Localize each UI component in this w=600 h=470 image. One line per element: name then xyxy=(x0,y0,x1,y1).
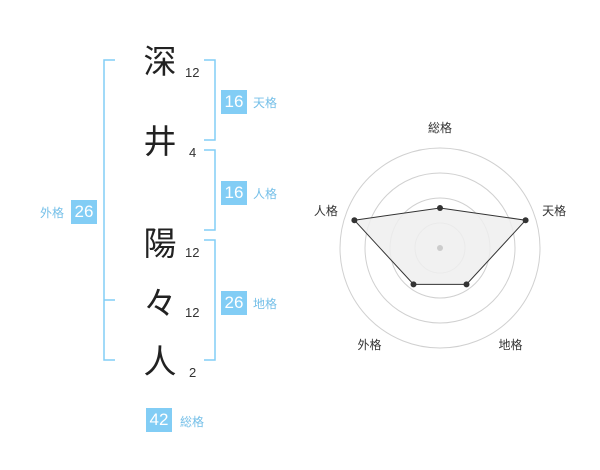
name-char-2: 井 xyxy=(143,122,177,161)
radar-axis-label-5: 人格 xyxy=(313,203,338,218)
gaikaku-value: 26 xyxy=(71,200,97,224)
jinkaku-label: 人格 xyxy=(253,187,278,201)
radar-grid-ring xyxy=(364,172,516,324)
radar-grid-ring xyxy=(339,147,541,349)
radar-center-dot xyxy=(437,245,443,251)
gaikaku-label: 外格 xyxy=(40,206,65,220)
chikaku-value: 26 xyxy=(221,291,247,315)
name-char-3: 陽 xyxy=(143,224,177,263)
jinkaku-value: 16 xyxy=(221,181,247,205)
tenkaku-bracket xyxy=(204,59,216,141)
tenkaku-label: 天格 xyxy=(253,96,278,110)
soukaku-label: 総格 xyxy=(180,415,205,429)
radar-point-3 xyxy=(463,281,470,288)
radar-point-5 xyxy=(351,217,358,224)
name-char-4-strokes: 12 xyxy=(185,305,200,320)
jinkaku-bracket xyxy=(204,149,216,231)
tenkaku-value: 16 xyxy=(221,90,247,114)
soukaku-value: 42 xyxy=(146,408,172,432)
radar-point-2 xyxy=(522,217,529,224)
radar-axis-label-3: 地格 xyxy=(498,338,523,353)
radar-point-1 xyxy=(437,205,443,211)
name-char-3-strokes: 12 xyxy=(185,245,200,260)
radar-point-4 xyxy=(410,281,417,288)
name-char-1-strokes: 12 xyxy=(185,65,200,80)
radar-points xyxy=(351,205,529,288)
fortune-radar-chart xyxy=(339,147,541,349)
chikaku-label: 地格 xyxy=(253,297,278,311)
radar-axis-label-4: 外格 xyxy=(357,338,382,353)
name-char-1: 深 xyxy=(143,42,177,81)
name-char-4: 々 xyxy=(143,284,177,323)
name-char-2-strokes: 4 xyxy=(189,145,197,160)
radar-axis-label-2: 天格 xyxy=(542,203,567,218)
chikaku-bracket xyxy=(204,239,216,361)
name-char-5: 人 xyxy=(143,342,177,381)
gaikaku-bracket xyxy=(103,59,115,361)
name-char-5-strokes: 2 xyxy=(189,365,197,380)
radar-axis-label-1: 総格 xyxy=(427,121,452,135)
